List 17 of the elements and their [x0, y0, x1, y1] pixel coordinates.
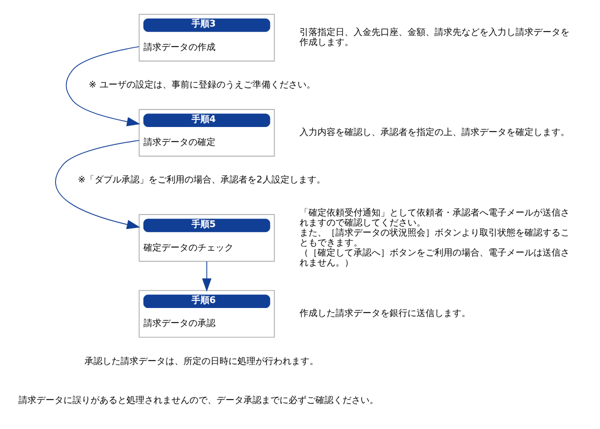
arrow [55, 139, 140, 229]
label: 承認した請求データは、所定の日時に処理が行われます。 [84, 355, 319, 366]
node-box: 手順4 請求データの確定 [138, 108, 275, 156]
node-label: 引落指定日、入金先口座、金額、請求先などを入力し請求データを作成します。 [299, 26, 570, 48]
node-label: 作成した請求データを銀行に送信します。 [299, 308, 470, 319]
label: ※ ユーザの設定は、事前に登録のうえご準備ください。 [88, 79, 316, 90]
node-label: 「確定依頼受付通知」として依頼者・承認者へ電子メールが送信されますので確認してください。 [299, 206, 570, 228]
node-box: 手順3 請求データの作成 [138, 13, 275, 61]
node-label: 入力内容を確認し、承認者を指定の上、請求データを確定します。 [299, 126, 570, 138]
node-box: 手順5 確定データのチェック [138, 214, 275, 262]
node-label: （［確定して承認へ］ボタンをご利用の場合、電子メールは送信されません。） [299, 246, 570, 268]
node-box: 手順6 請求データの承認 [138, 290, 275, 338]
label: 請求データに誤りがあると処理されませんので、データ承認までに必ずご確認ください。 [18, 394, 379, 406]
arrow [66, 46, 140, 126]
label: ※「ダブル承認」をご利用の場合、承認者を2人設定します。 [78, 174, 326, 186]
node-label: また、［請求データの状況照会］ボタンより取引状態を確認することもできます。 [299, 226, 570, 248]
arrow [202, 260, 212, 292]
